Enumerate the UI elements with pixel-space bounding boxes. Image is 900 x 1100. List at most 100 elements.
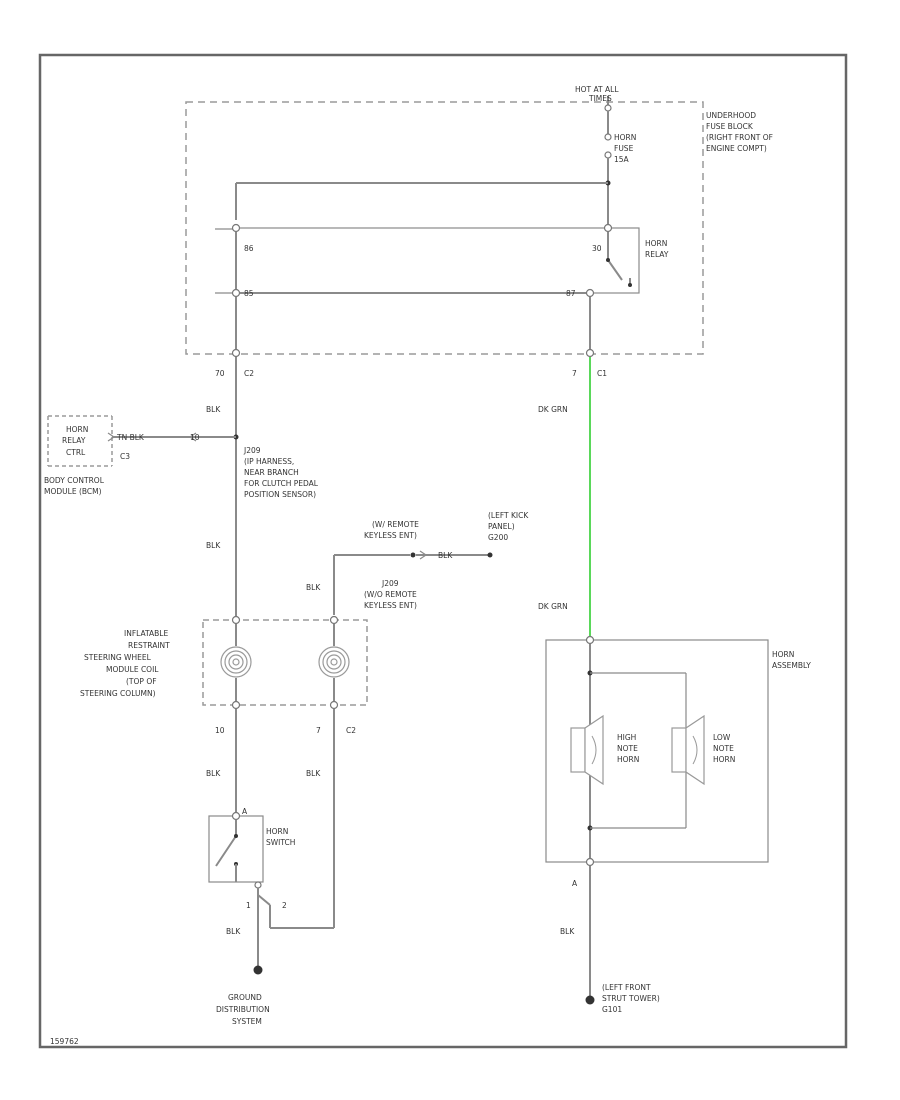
svg-text:G200: G200 (488, 533, 508, 542)
conn-c2: C2 (244, 369, 254, 378)
label-underhood-fuse-block: UNDERHOOD FUSE BLOCK (RIGHT FRONT OF ENG… (706, 111, 773, 153)
steering-wheel-coil (202, 615, 368, 710)
svg-text:INFLATABLE: INFLATABLE (124, 629, 168, 638)
label-low-note-horn: LOW NOTE HORN (713, 733, 735, 764)
svg-text:15A: 15A (614, 155, 630, 164)
conn-c1-pin: 7 (572, 369, 577, 378)
label-inflatable-restraint: INFLATABLE RESTRAINT STEERING WHEEL MODU… (80, 629, 170, 698)
wire-color-blk-6: BLK (226, 927, 241, 936)
relay-coil-bus (215, 182, 608, 294)
svg-text:(LEFT KICK: (LEFT KICK (488, 511, 529, 520)
conn-c1: C1 (597, 369, 607, 378)
svg-text:ENGINE COMPT): ENGINE COMPT) (706, 144, 767, 153)
label-j209-wo-keyless: J209 (W/O REMOTE KEYLESS ENT) (364, 579, 417, 610)
underhood-fuse-block-outline (185, 101, 704, 355)
switch-pin-2: 2 (282, 901, 287, 910)
ground-symbol-right (585, 995, 595, 1005)
svg-text:TIMES: TIMES (588, 94, 612, 103)
svg-text:STEERING COLUMN): STEERING COLUMN) (80, 689, 156, 698)
wire-color-blk-5: BLK (306, 769, 321, 778)
label-j209-splice: J209 (IP HARNESS, NEAR BRANCH FOR CLUTCH… (243, 446, 319, 499)
svg-text:G101: G101 (602, 1005, 622, 1014)
diagram-frame (38, 53, 848, 1049)
relay-pin-85: 85 (244, 289, 254, 298)
relay-pin-87: 87 (566, 289, 576, 298)
label-horn-relay: HORN RELAY (645, 239, 669, 259)
label-high-note-horn: HIGH NOTE HORN (617, 733, 639, 764)
coil-connector: C2 (346, 726, 356, 735)
svg-text:(TOP OF: (TOP OF (126, 677, 157, 686)
svg-text:(W/O REMOTE: (W/O REMOTE (364, 590, 417, 599)
svg-text:POSITION SENSOR): POSITION SENSOR) (244, 490, 316, 499)
svg-text:LOW: LOW (713, 733, 731, 742)
svg-text:NEAR BRANCH: NEAR BRANCH (244, 468, 299, 477)
wire-color-dk-grn-2: DK GRN (538, 602, 568, 611)
high-note-horn-icon (570, 714, 604, 786)
switch-pin-a: A (242, 807, 248, 816)
wire-color-dk-grn-1: DK GRN (538, 405, 568, 414)
coil-spiral-left (220, 646, 252, 678)
svg-text:STEERING WHEEL: STEERING WHEEL (84, 653, 152, 662)
coil-pin-left: 10 (215, 726, 225, 735)
svg-text:KEYLESS ENT): KEYLESS ENT) (364, 531, 417, 540)
horn-switch (208, 811, 271, 975)
svg-text:NOTE: NOTE (617, 744, 638, 753)
wire-color-blk-3: BLK (306, 583, 321, 592)
svg-text:FUSE BLOCK: FUSE BLOCK (706, 122, 754, 131)
svg-text:(IP HARNESS,: (IP HARNESS, (244, 457, 294, 466)
svg-text:SYSTEM: SYSTEM (232, 1017, 262, 1026)
svg-text:(RIGHT FRONT OF: (RIGHT FRONT OF (706, 133, 773, 142)
label-w-remote-keyless: (W/ REMOTE KEYLESS ENT) (364, 520, 419, 540)
svg-text:STRUT TOWER): STRUT TOWER) (602, 994, 660, 1003)
svg-text:KEYLESS ENT): KEYLESS ENT) (364, 601, 417, 610)
horn-assembly (545, 635, 769, 1005)
label-horn-assembly: HORN ASSEMBLY (772, 650, 811, 670)
wire-color-blk-2: BLK (206, 541, 221, 550)
svg-text:MODULE (BCM): MODULE (BCM) (44, 487, 102, 496)
svg-text:PANEL): PANEL) (488, 522, 515, 531)
svg-text:GROUND: GROUND (228, 993, 262, 1002)
relay-ground-wire (231, 232, 241, 620)
svg-text:HORN: HORN (645, 239, 667, 248)
svg-text:HORN: HORN (66, 425, 88, 434)
svg-text:HOT AT ALL: HOT AT ALL (575, 85, 619, 94)
body-control-module (47, 415, 236, 467)
svg-text:HORN: HORN (713, 755, 735, 764)
label-horn-switch: HORN SWITCH (266, 827, 295, 847)
svg-text:RESTRAINT: RESTRAINT (128, 641, 170, 650)
svg-text:(W/ REMOTE: (W/ REMOTE (372, 520, 419, 529)
wire-color-blk-1: BLK (206, 405, 221, 414)
coil-spiral-right (318, 646, 350, 678)
svg-text:FUSE: FUSE (614, 144, 634, 153)
coil-to-switch-wires (235, 709, 335, 929)
svg-text:FOR CLUTCH PEDAL: FOR CLUTCH PEDAL (244, 479, 319, 488)
svg-text:HIGH: HIGH (617, 733, 636, 742)
label-body-control-module: BODY CONTROL MODULE (BCM) (44, 476, 105, 496)
svg-text:MODULE COIL: MODULE COIL (106, 665, 159, 674)
svg-text:HORN: HORN (266, 827, 288, 836)
bcm-wire-color: TN BLK (116, 433, 145, 442)
svg-text:J209: J209 (381, 579, 399, 588)
svg-text:(LEFT FRONT: (LEFT FRONT (602, 983, 651, 992)
keyless-wire-color: BLK (438, 551, 453, 560)
svg-text:UNDERHOOD: UNDERHOOD (706, 111, 756, 120)
label-left-front-strut: (LEFT FRONT STRUT TOWER) G101 (602, 983, 660, 1014)
bcm-connector: C3 (120, 452, 130, 461)
label-hot-at-all-times: HOT AT ALL TIMES (575, 85, 619, 103)
svg-text:NOTE: NOTE (713, 744, 734, 753)
svg-text:HORN: HORN (772, 650, 794, 659)
coil-pin-right: 7 (316, 726, 321, 735)
svg-text:HORN: HORN (614, 133, 636, 142)
bcm-pin: 10 (190, 433, 200, 442)
power-feed (604, 96, 612, 228)
relay-pin-30: 30 (592, 244, 602, 253)
label-horn-relay-ctrl: HORN RELAY CTRL (62, 425, 88, 457)
svg-text:HORN: HORN (617, 755, 639, 764)
ground-symbol (253, 965, 263, 975)
wire-color-blk-7: BLK (560, 927, 575, 936)
wire-color-blk-4: BLK (206, 769, 221, 778)
horn-pin-a: A (572, 879, 578, 888)
label-left-kick-panel: (LEFT KICK PANEL) G200 (488, 511, 529, 542)
conn-c2-pin: 70 (215, 369, 225, 378)
